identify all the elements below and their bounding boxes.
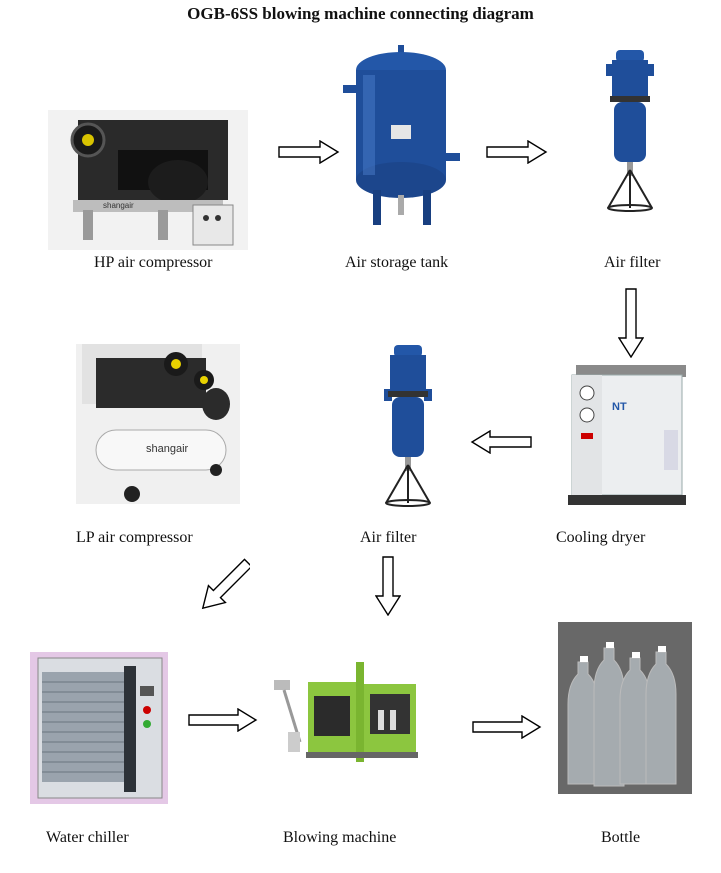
arrow-left-dryer-to-filter — [470, 430, 532, 454]
hp-compressor-image: shangair — [48, 110, 248, 250]
water-chiller-label: Water chiller — [46, 829, 129, 846]
lp-brand-text: shangair — [146, 443, 189, 455]
arrow-right-tank-to-filter — [486, 140, 548, 164]
bottle-image — [558, 622, 692, 794]
arrow-right-chiller-to-blowing — [188, 708, 258, 732]
air-filter-top-image — [600, 50, 660, 212]
storage-tank-image — [343, 45, 463, 230]
air-filter-mid-image — [378, 345, 438, 507]
storage-tank-label: Air storage tank — [345, 254, 449, 271]
arrow-down-filter-to-blowing — [375, 556, 401, 616]
arrow-right-blowing-to-bottle — [472, 715, 542, 739]
arrow-diagonal-lp-to-blowing — [198, 556, 250, 618]
dryer-brand-text: NT — [612, 401, 627, 413]
cooling-dryer-image: NT — [568, 365, 686, 510]
blowing-machine-label: Blowing machine — [283, 829, 397, 846]
air-filter-mid-label: Air filter — [360, 529, 417, 546]
bottle-label: Bottle — [601, 829, 641, 846]
water-chiller-image — [30, 652, 168, 804]
lp-compressor-image: shangair — [76, 344, 240, 504]
hp-compressor-label: HP air compressor — [94, 254, 213, 271]
lp-compressor-label: LP air compressor — [76, 529, 193, 546]
blowing-machine-image — [270, 662, 422, 770]
hp-brand-text: shangair — [103, 201, 134, 210]
arrow-down-filter-to-dryer — [618, 288, 644, 358]
cooling-dryer-label: Cooling dryer — [556, 529, 646, 546]
arrow-right-hp-to-tank — [278, 140, 340, 164]
air-filter-top-label: Air filter — [604, 254, 661, 271]
diagram-title: OGB-6SS blowing machine connecting diagr… — [187, 4, 534, 23]
